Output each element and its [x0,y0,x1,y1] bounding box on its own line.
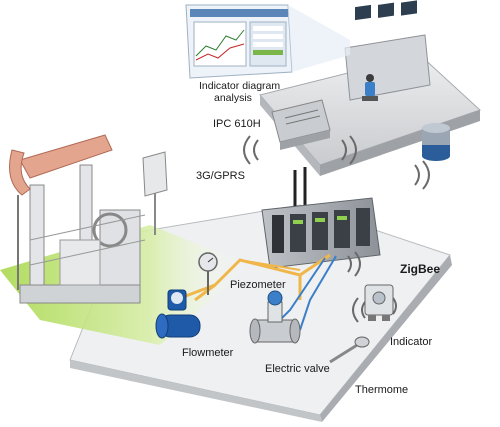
piezometer-device [198,252,218,295]
electric-valve-device [249,290,301,344]
analysis-screen-window [185,4,350,79]
indicator-label: Indicator [390,336,433,348]
pole-mounted-box [142,151,168,235]
indicator-diagram-label-line1: Indicator diagram [199,80,281,92]
electric-valve-label: Electric valve [265,363,330,375]
signal-waves-control [243,135,430,190]
signal-waves-gateway [347,251,397,323]
thermometer-label: Thermome [355,384,409,396]
gateway-cabinet [261,167,381,269]
ipc-610h-device [271,99,331,150]
gprs-label: 3G/GPRS [196,170,245,182]
thermometer-device [329,336,370,364]
zigbee-label: ZigBee [400,262,441,276]
pumpjack [9,134,146,304]
control-room-platform [259,0,481,176]
flowmeter-label: Flowmeter [182,347,234,359]
indicator-device [364,284,394,321]
flowmeter-device [155,289,201,339]
database-server [422,123,450,161]
piezometer-label: Piezometer [230,279,286,291]
ipc-label: IPC 610H [213,118,261,130]
indicator-diagram-label-line2: analysis [214,92,252,104]
